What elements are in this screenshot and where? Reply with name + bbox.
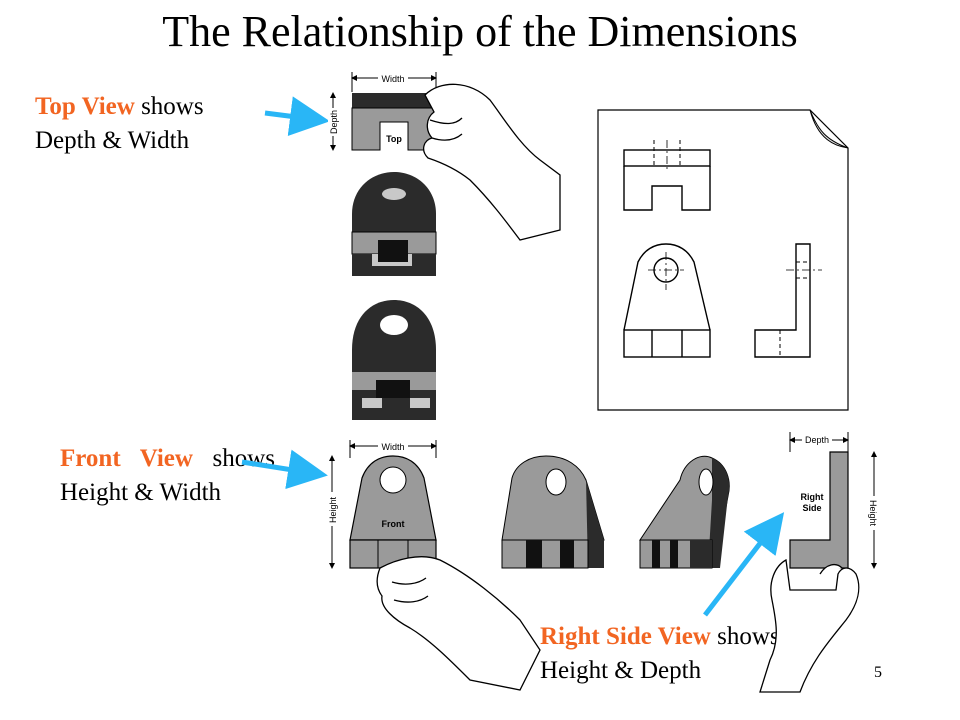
front-view-figure: Width Height Front xyxy=(327,440,437,569)
front-view-caption: Front View shows Height & Width xyxy=(60,442,275,510)
right-view-text: shows Height & Depth xyxy=(540,623,780,684)
front-view-pointer-arrow xyxy=(241,449,328,490)
sheet-right-view xyxy=(754,243,822,358)
top-depth-label: Depth xyxy=(329,110,339,134)
right-side-label-line2: Side xyxy=(802,503,821,513)
top-view-figure: Width Depth Top xyxy=(328,72,437,151)
orthographic-drawing-sheet xyxy=(597,109,849,411)
hand-holding-front-view xyxy=(376,556,541,691)
right-side-view-figure: Depth Height Right Side xyxy=(789,432,878,569)
slide-title: The Relationship of the Dimensions xyxy=(162,7,798,56)
top-view-text: shows Depth & Width xyxy=(35,93,204,154)
sheet-top-view xyxy=(623,140,711,211)
top-width-label: Width xyxy=(381,74,404,84)
front-width-label: Width xyxy=(381,442,404,452)
right-side-label-line1: Right xyxy=(801,492,824,502)
isometric-object-1 xyxy=(351,172,437,276)
front-view-text: shows Height & Width xyxy=(60,445,275,506)
right-height-label: Height xyxy=(868,500,878,527)
front-face-label: Front xyxy=(382,519,405,529)
right-view-pointer-arrow xyxy=(703,512,785,617)
hand-holding-right-view xyxy=(759,558,860,693)
top-view-pointer-arrow xyxy=(264,96,330,137)
sheet-front-view xyxy=(623,243,711,358)
isometric-object-3 xyxy=(501,455,605,569)
isometric-object-2 xyxy=(352,300,436,420)
slide-number: 5 xyxy=(874,664,882,681)
front-view-highlight: Front View xyxy=(60,445,193,472)
right-view-caption: Right Side View shows Height & Depth xyxy=(540,620,850,688)
right-view-highlight: Right Side View xyxy=(540,623,711,650)
hand-holding-top-view xyxy=(422,83,561,241)
isometric-object-4 xyxy=(639,455,730,569)
front-height-label: Height xyxy=(328,496,338,523)
right-depth-label: Depth xyxy=(805,435,829,445)
top-view-highlight: Top View xyxy=(35,93,135,120)
top-face-label: Top xyxy=(386,134,402,144)
top-view-caption: Top View shows Depth & Width xyxy=(35,90,255,158)
